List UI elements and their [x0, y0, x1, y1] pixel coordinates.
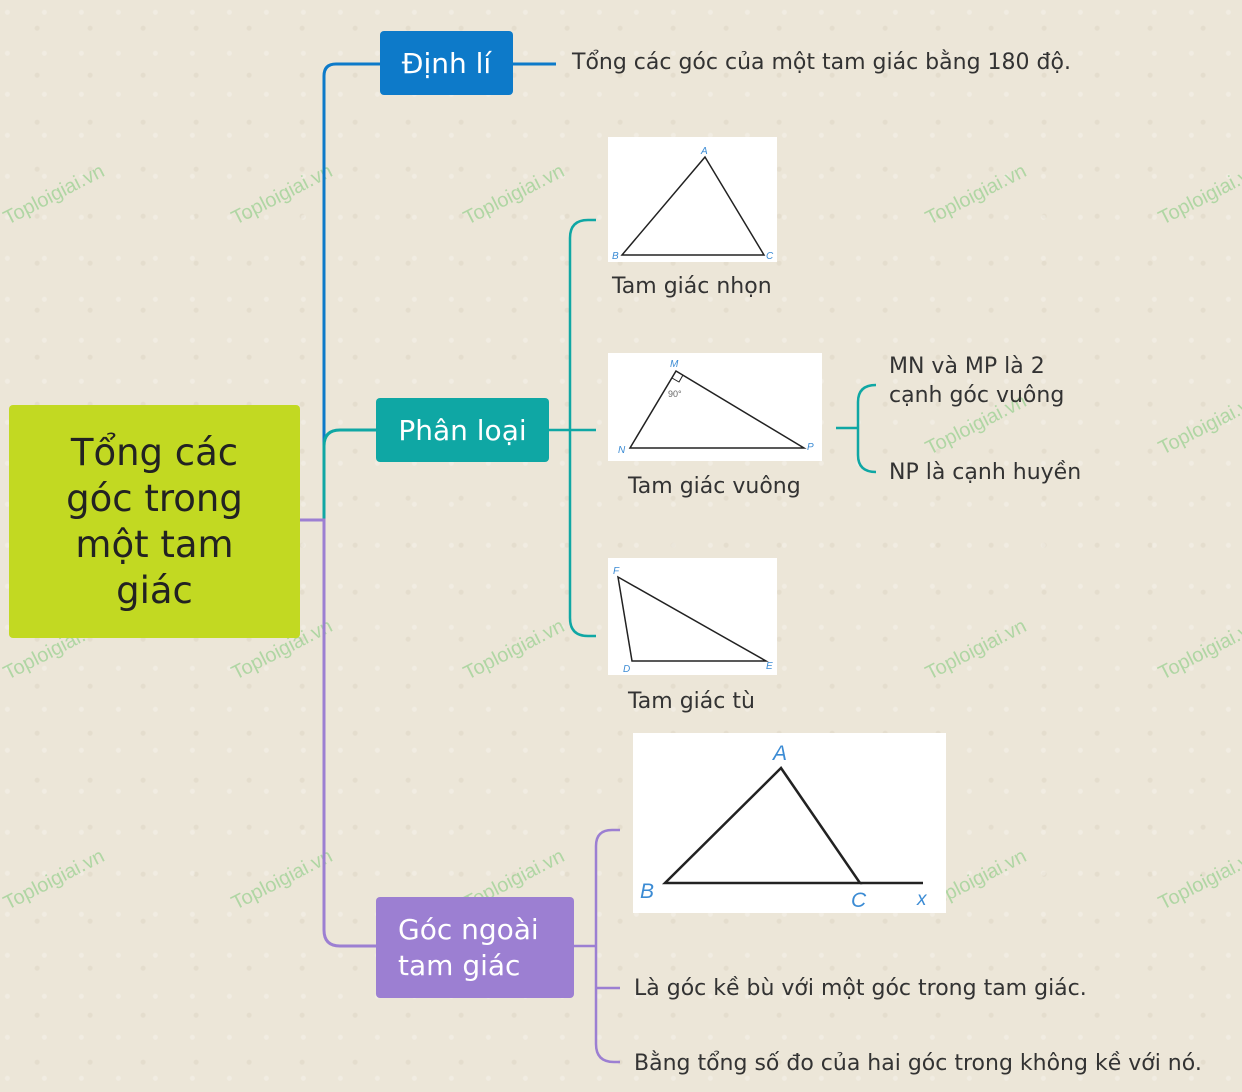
root-node: Tổng các góc trong một tam giác: [9, 405, 300, 638]
vertex-label: P: [807, 442, 814, 453]
right-triangle-caption: Tam giác vuông: [628, 474, 801, 499]
acute-triangle-caption: Tam giác nhọn: [612, 274, 772, 299]
branch-dinh-li: Định lí: [380, 31, 513, 95]
obtuse-triangle-figure: F D E: [608, 558, 777, 675]
right-triangle-figure: M 90° N P: [608, 353, 822, 461]
theorem-statement: Tổng các góc của một tam giác bằng 180 đ…: [572, 50, 1071, 75]
branch-phan-loai-label: Phân loại: [398, 413, 527, 447]
branch-dinh-li-label: Định lí: [401, 46, 492, 80]
vertex-label: x: [916, 889, 928, 910]
right-triangle-note-legs: MN và MP là 2 cạnh góc vuông: [889, 354, 1065, 408]
exterior-angle-note-2: Bằng tổng số đo của hai góc trong không …: [634, 1051, 1202, 1076]
vertex-label: B: [612, 251, 619, 262]
exterior-angle-figure: A B C x: [633, 733, 946, 913]
branch-goc-ngoai: Góc ngoài tam giác: [376, 897, 574, 998]
vertex-label: F: [613, 566, 620, 577]
vertex-label: E: [766, 661, 773, 672]
angle-label: 90°: [668, 389, 682, 399]
branch-goc-ngoai-label: Góc ngoài tam giác: [398, 912, 539, 982]
vertex-label: A: [771, 742, 787, 765]
right-triangle-note-hypotenuse: NP là cạnh huyền: [889, 460, 1082, 485]
vertex-label: C: [766, 251, 774, 262]
vertex-label: C: [851, 889, 867, 912]
vertex-label: N: [618, 445, 626, 456]
vertex-label: A: [700, 146, 708, 157]
exterior-angle-note-1: Là góc kề bù với một góc trong tam giác.: [634, 976, 1087, 1001]
vertex-label: B: [640, 880, 654, 903]
root-title: Tổng các góc trong một tam giác: [66, 430, 243, 612]
vertex-label: D: [623, 664, 630, 675]
branch-phan-loai: Phân loại: [376, 398, 549, 462]
acute-triangle-figure: A B C: [608, 137, 777, 262]
vertex-label: M: [670, 359, 679, 370]
obtuse-triangle-caption: Tam giác tù: [628, 689, 755, 714]
